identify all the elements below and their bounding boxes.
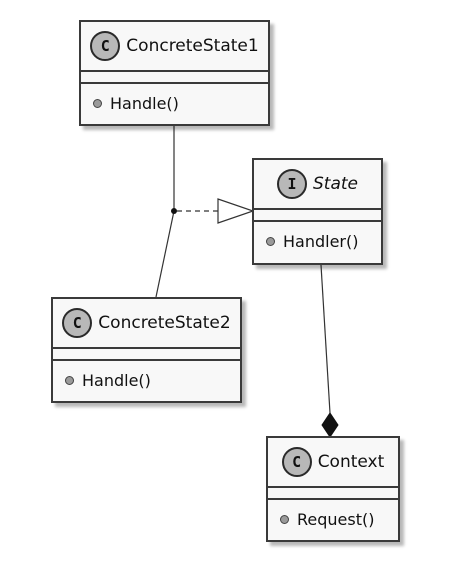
interface-state[interactable]: I State Handler() [252,158,383,265]
public-method-icon [65,375,74,385]
concrete-state2-link [155,210,175,298]
public-method-icon [93,98,102,108]
realization-arrowhead [217,198,255,224]
class-concrete-state2[interactable]: C ConcreteState2 Handle() [51,297,242,403]
class-header: C ConcreteState2 [53,299,240,349]
methods-compartment: Handle() [81,84,268,122]
interface-i-icon: I [277,169,307,199]
attributes-compartment [53,349,240,361]
methods-compartment: Handle() [53,361,240,399]
method-handler: Handler() [283,231,359,251]
class-name: State [313,174,358,194]
attributes-compartment [268,488,398,500]
class-name: ConcreteState2 [98,313,231,333]
method-request: Request() [297,509,375,529]
method-handle: Handle() [82,370,151,390]
composition-diamond [321,412,339,438]
class-header: I State [254,160,381,210]
methods-compartment: Request() [268,500,398,538]
class-concrete-state1[interactable]: C ConcreteState1 Handle() [79,20,270,126]
class-c-icon: C [281,447,312,477]
methods-compartment: Handler() [254,222,381,260]
method-handle: Handle() [110,93,179,113]
class-name: Context [317,452,385,472]
composition-line [320,264,331,414]
attributes-compartment [254,210,381,222]
public-method-icon [280,514,289,524]
realization-junction [171,208,177,214]
class-header: C ConcreteState1 [81,22,268,72]
class-context[interactable]: C Context Request() [266,436,400,542]
class-header: C Context [268,438,398,488]
class-name: ConcreteState1 [126,36,259,56]
attributes-compartment [81,72,268,84]
public-method-icon [266,236,275,246]
class-c-icon: C [62,308,93,338]
class-c-icon: C [90,31,121,61]
